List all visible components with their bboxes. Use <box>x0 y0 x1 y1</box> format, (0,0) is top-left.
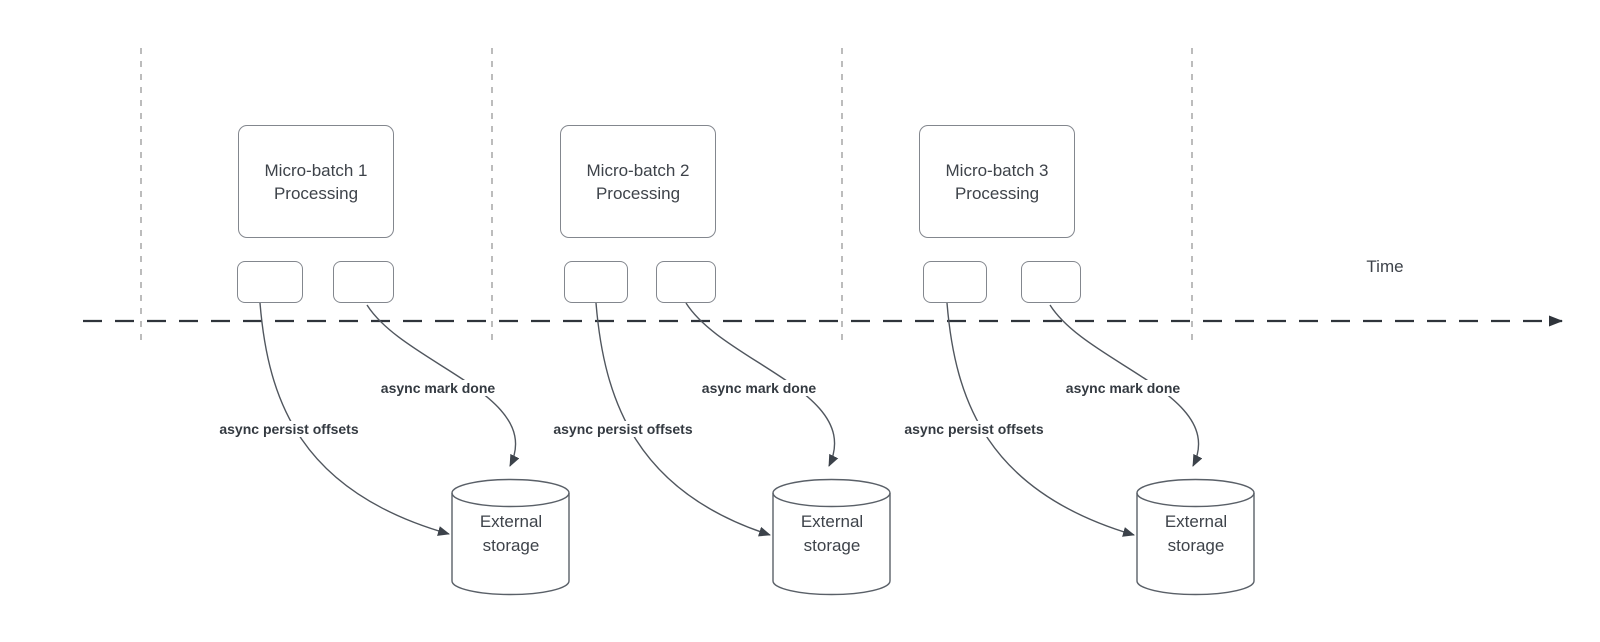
persist-offsets-arrow-3 <box>946 302 1135 537</box>
time-axis-label: Time <box>1366 257 1404 276</box>
offset-commit-box-1b <box>333 261 394 303</box>
offset-commit-box-3b <box>1021 261 1081 303</box>
offset-commit-box-1a <box>237 261 303 303</box>
cylinder-icon <box>772 478 891 596</box>
external-storage-2: External storage <box>772 478 892 596</box>
cylinder-icon <box>451 478 570 596</box>
external-storage-3: External storage <box>1136 478 1256 596</box>
cylinder-icon <box>1136 478 1255 596</box>
external-storage-1: External storage <box>451 478 571 596</box>
mark-done-label-2: async mark done <box>698 380 820 396</box>
micro-batch-2-box: Micro-batch 2 Processing <box>560 125 716 238</box>
micro-batch-1-label: Micro-batch 1 Processing <box>264 160 368 203</box>
micro-batch-1-box: Micro-batch 1 Processing <box>238 125 394 238</box>
micro-batch-2-label: Micro-batch 2 Processing <box>586 160 690 203</box>
persist-offsets-label-3: async persist offsets <box>901 421 1047 437</box>
mark-done-label-3: async mark done <box>1062 380 1184 396</box>
mark-done-arrow-2 <box>685 302 839 467</box>
persist-offsets-arrow-1 <box>259 302 450 536</box>
offset-commit-box-2a <box>564 261 628 303</box>
persist-offsets-arrow-2 <box>595 302 771 537</box>
micro-batch-3-label: Micro-batch 3 Processing <box>945 160 1049 203</box>
offset-commit-box-3a <box>923 261 987 303</box>
persist-offsets-label-2: async persist offsets <box>550 421 696 437</box>
mark-done-label-1: async mark done <box>377 380 499 396</box>
external-storage-label-1: External storage <box>479 512 543 555</box>
micro-batch-3-box: Micro-batch 3 Processing <box>919 125 1075 238</box>
external-storage-label-3: External storage <box>1164 512 1228 555</box>
offset-commit-box-2b <box>656 261 716 303</box>
persist-offsets-label-1: async persist offsets <box>216 421 362 437</box>
external-storage-label-2: External storage <box>800 512 864 555</box>
